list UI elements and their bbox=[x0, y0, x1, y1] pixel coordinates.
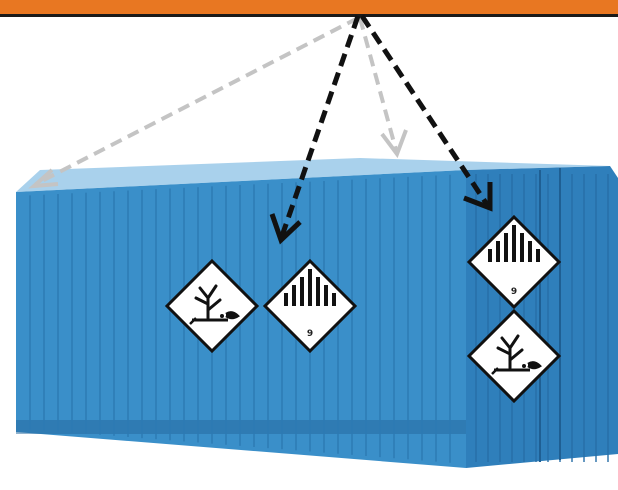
top-accent-bar bbox=[0, 0, 618, 14]
class-9-placard: 9 bbox=[263, 259, 357, 353]
class-number-label: 9 bbox=[511, 287, 517, 297]
class-number-label: 9 bbox=[307, 329, 313, 339]
arrow-to-front-left-corner bbox=[35, 16, 359, 186]
top-bar-border bbox=[0, 14, 618, 17]
arrow-to-roof-center bbox=[358, 17, 398, 151]
front-placards: 9 bbox=[165, 259, 357, 353]
class-9-placard: 9 bbox=[467, 215, 561, 309]
arrow-to-side-placards bbox=[359, 14, 491, 208]
side-placards: 9 bbox=[467, 215, 561, 403]
placement-arrows bbox=[28, 14, 493, 245]
